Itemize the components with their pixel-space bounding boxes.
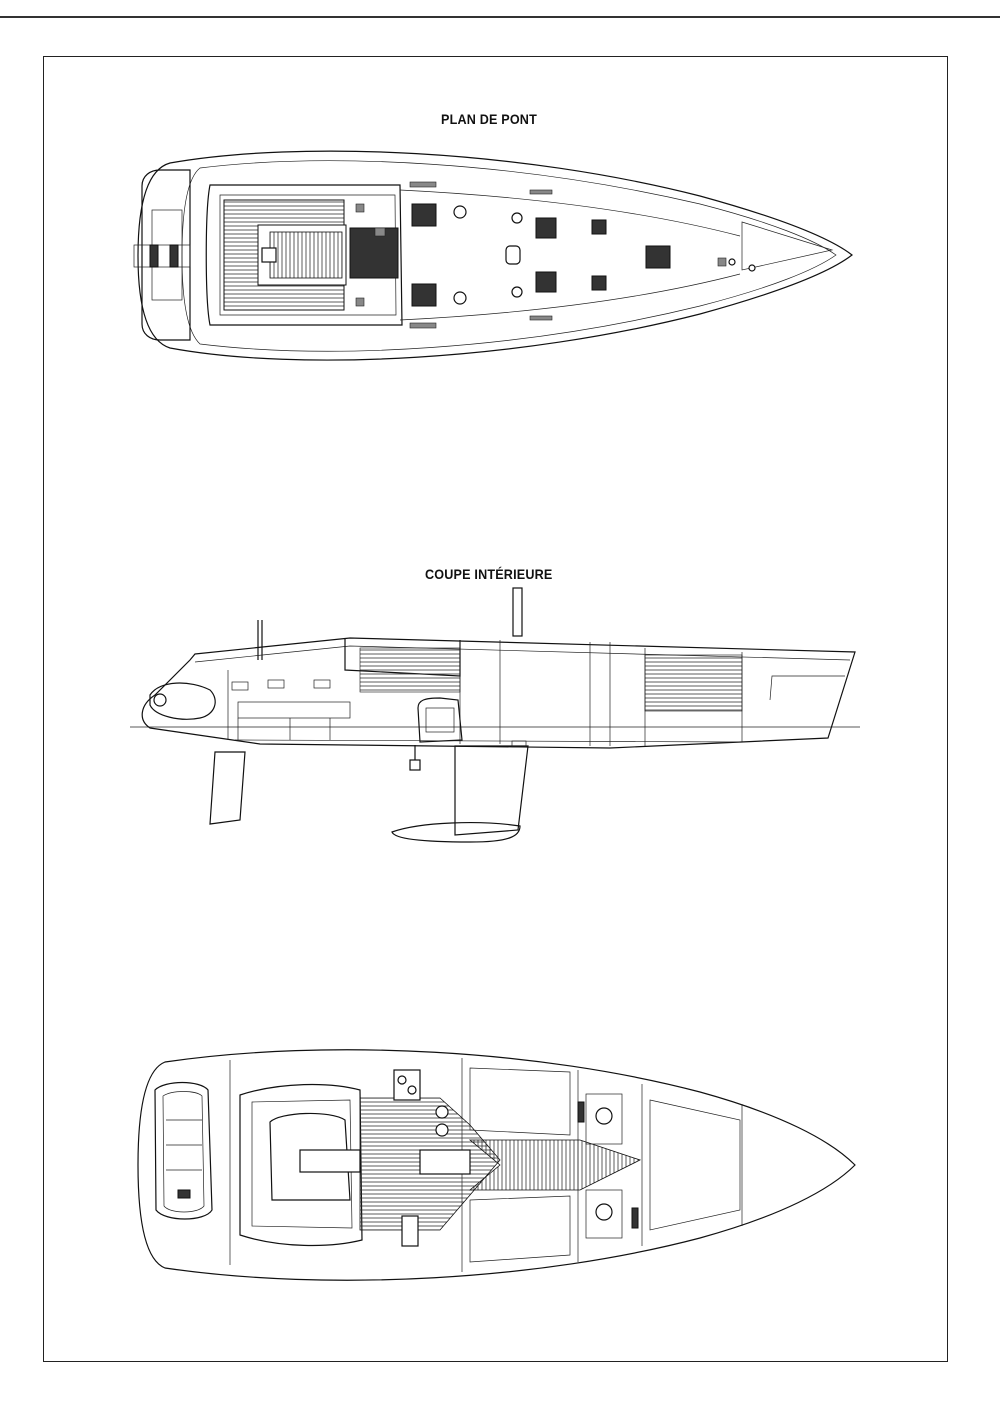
accommodation-plan-drawing xyxy=(137,1049,856,1281)
deck-plan-title: PLAN DE PONT xyxy=(441,111,537,127)
deck-plan-drawing xyxy=(133,150,853,361)
drawing-frame xyxy=(43,56,948,1362)
interior-section-drawing xyxy=(130,587,860,843)
top-rule xyxy=(0,16,1000,18)
interior-section-title: COUPE INTÉRIEURE xyxy=(425,566,553,582)
